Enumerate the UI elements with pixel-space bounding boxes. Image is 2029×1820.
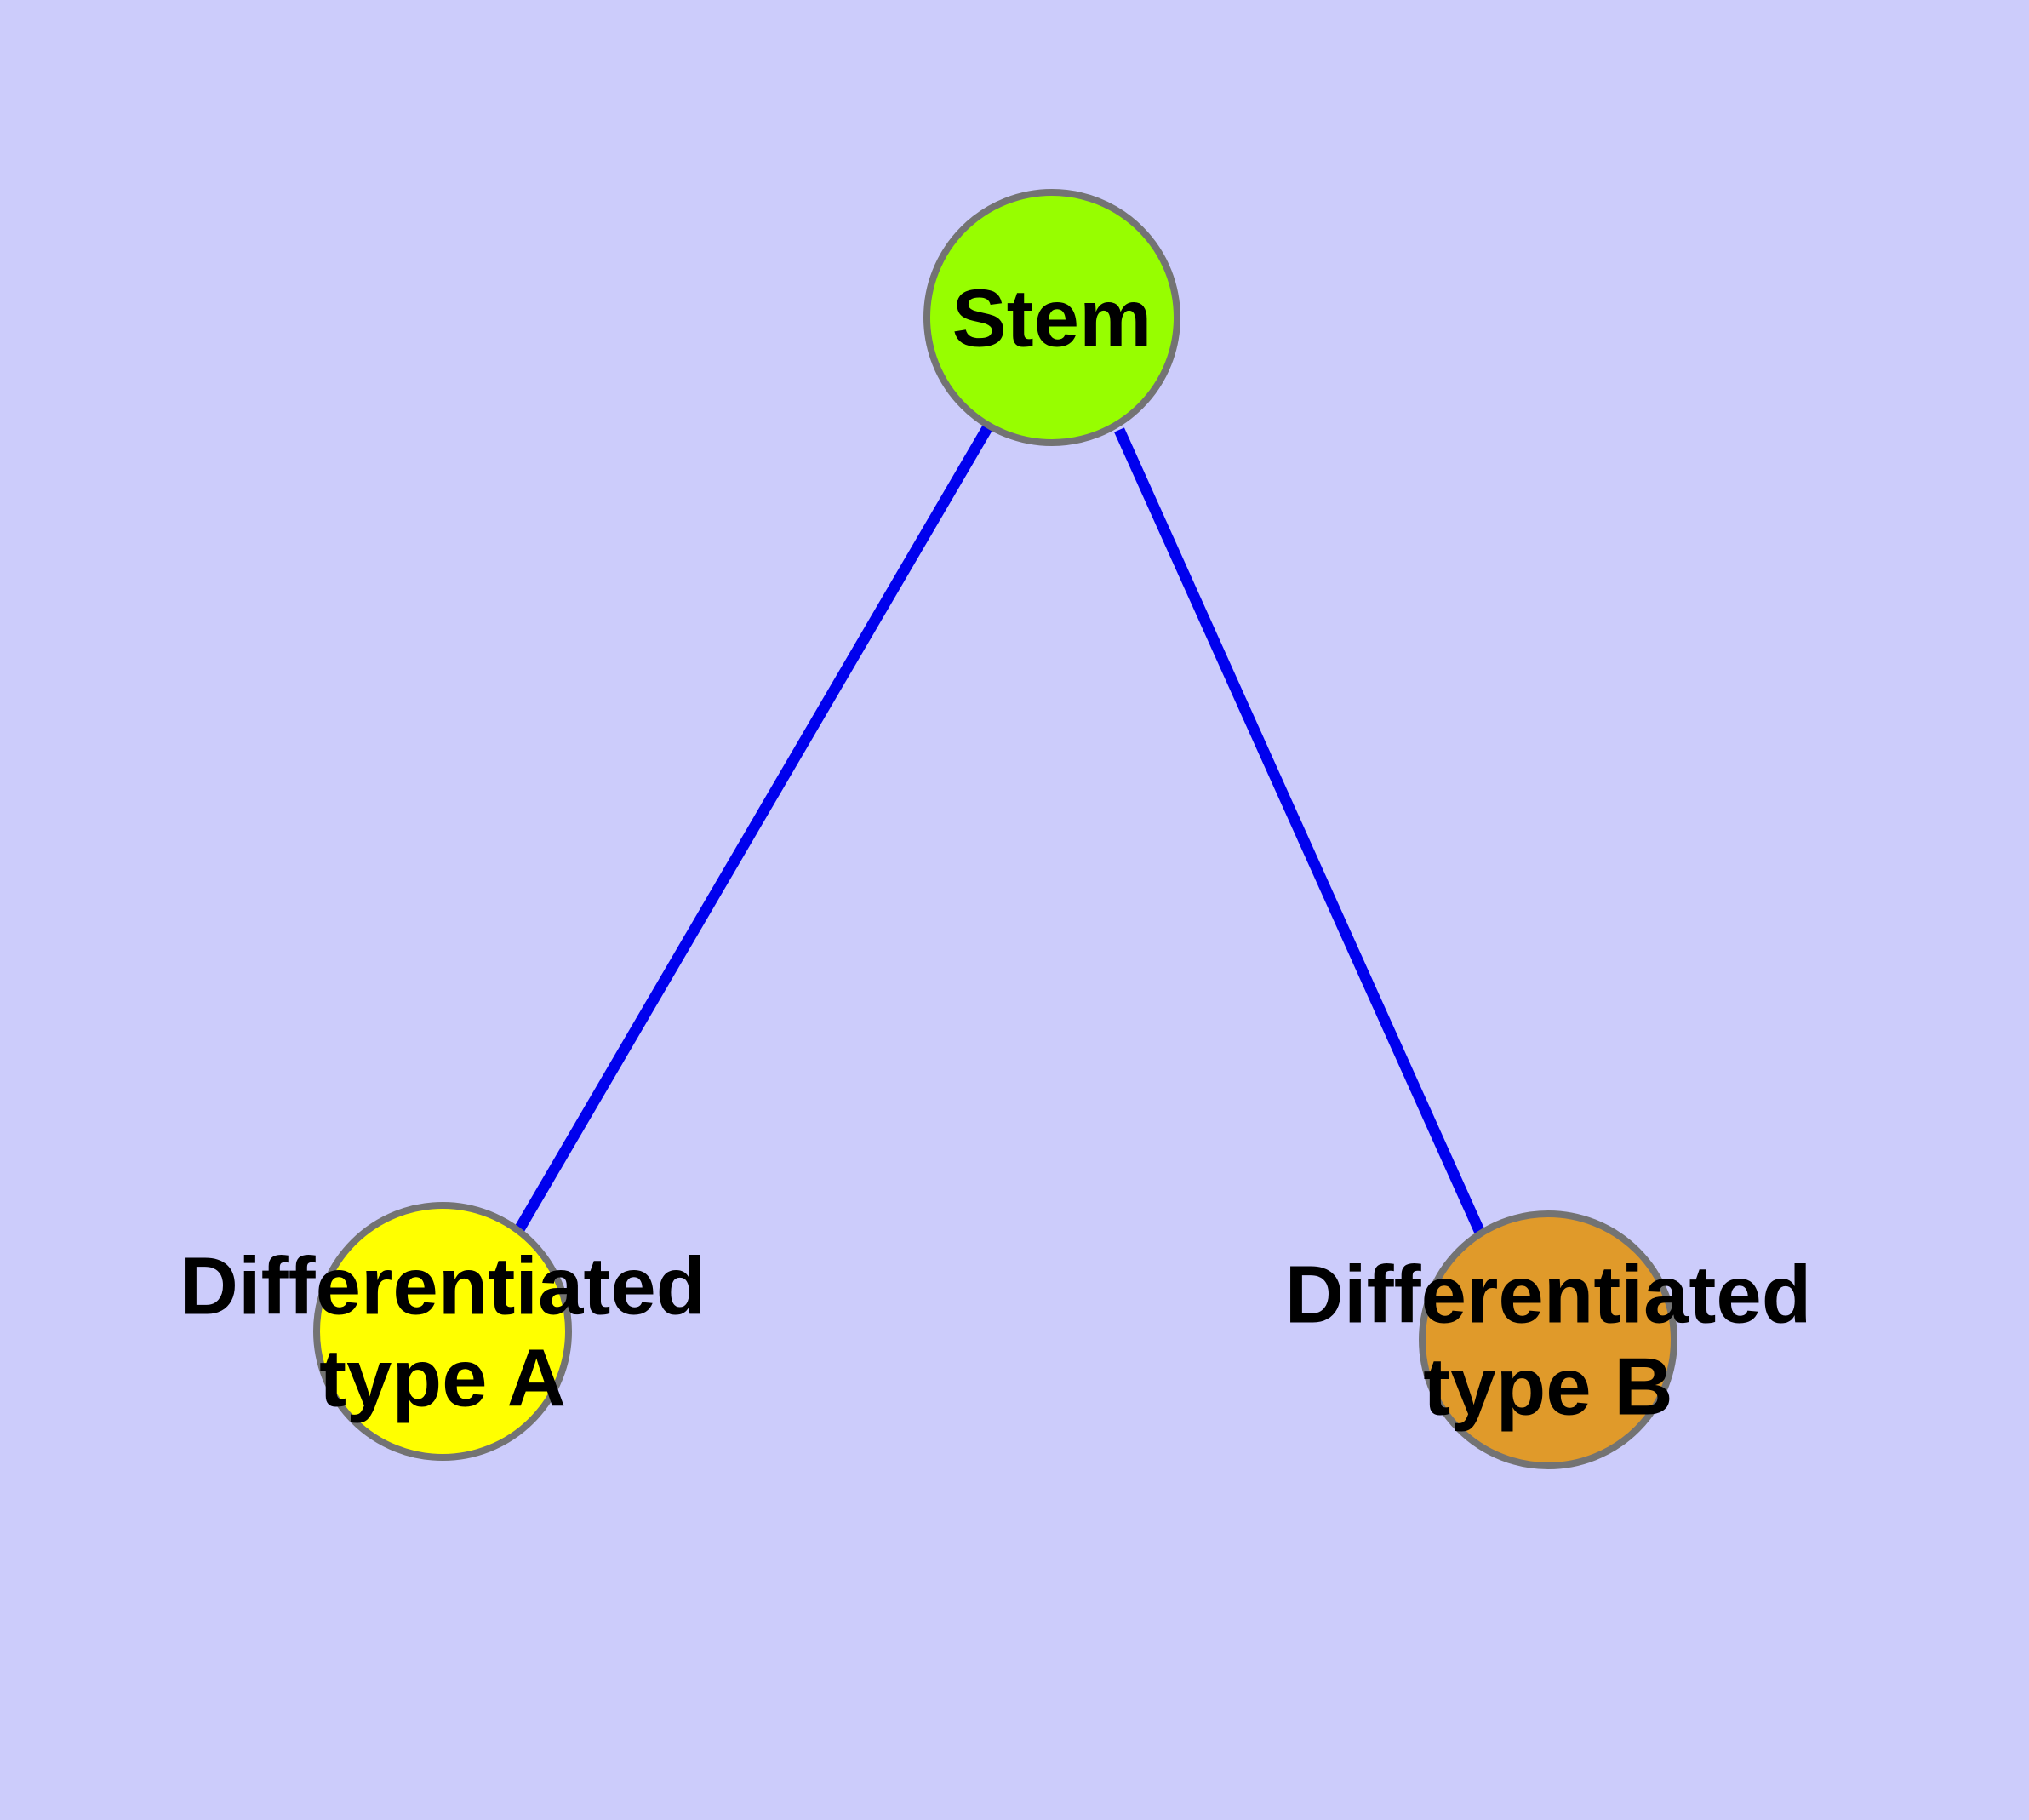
label-line: type A	[319, 1333, 566, 1424]
node-layer	[313, 189, 1677, 1469]
edge-layer	[513, 425, 1486, 1237]
edge-stem-to-differentiated-type-b[interactable]	[1114, 427, 1486, 1237]
label-line: Differentiated	[180, 1241, 706, 1332]
node-stem-label: Stem	[952, 273, 1152, 364]
node-stem-circle[interactable]	[923, 189, 1180, 446]
label-line: type B	[1423, 1342, 1672, 1433]
edge-stem-to-differentiated-type-a[interactable]	[513, 425, 992, 1234]
node-differentiated-type-b-circle[interactable]	[1419, 1210, 1677, 1469]
label-line: Differentiated	[1285, 1250, 1812, 1341]
node-stem[interactable]	[923, 189, 1180, 446]
node-differentiated-type-b[interactable]	[1419, 1210, 1677, 1469]
node-differentiated-type-a[interactable]	[313, 1202, 572, 1461]
node-differentiated-type-a-circle[interactable]	[313, 1202, 572, 1461]
label-line: Stem	[952, 273, 1152, 364]
